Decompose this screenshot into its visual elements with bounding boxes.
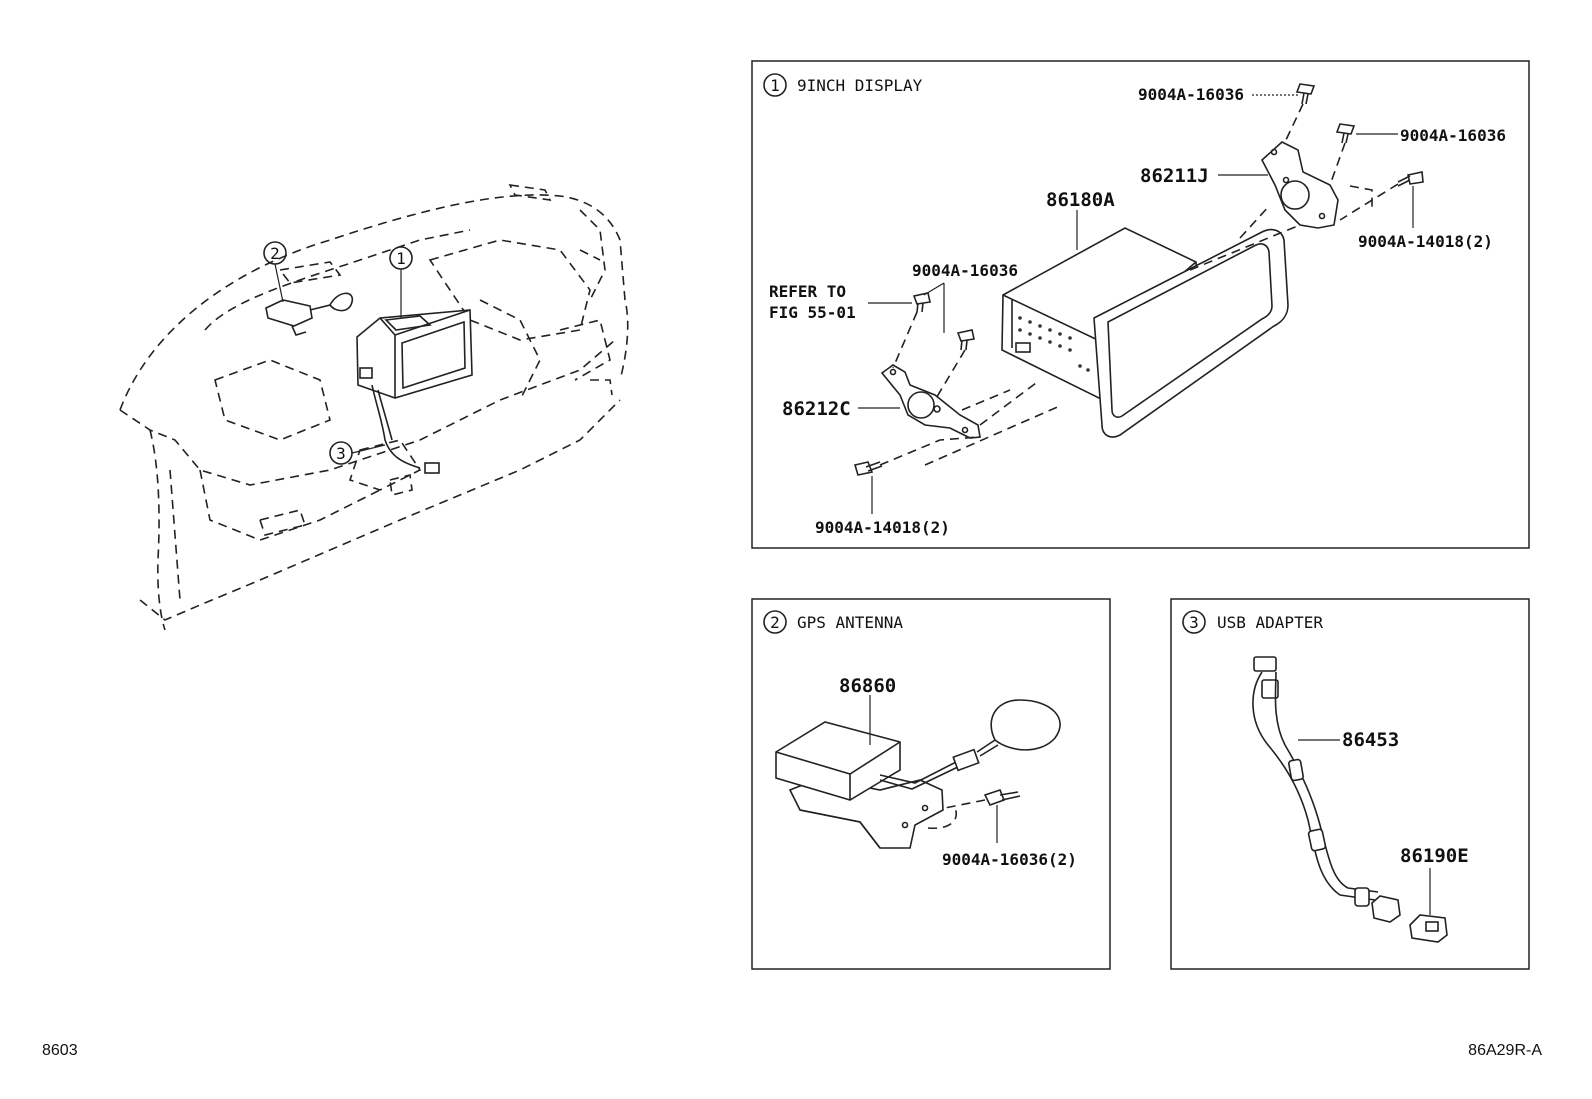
display-unit-86180A: [1001, 227, 1289, 438]
label-screw-top-2: 9004A-16036: [1400, 126, 1506, 145]
screw-right-14018: [1397, 171, 1424, 187]
bracket-86211J: [1261, 141, 1339, 229]
screw-left-14018: [853, 461, 883, 476]
label-86212C: 86212C: [782, 398, 851, 420]
svg-text:3: 3: [336, 444, 346, 463]
footer-right-code: 86A29R-A: [1468, 1042, 1542, 1059]
screw-top-1: [1295, 83, 1316, 105]
label-screw-right-14018: 9004A-14018(2): [1358, 232, 1493, 251]
bracket-86212C: [880, 364, 981, 439]
dashboard-overview: 2 1 3: [119, 183, 629, 631]
svg-text:2: 2: [270, 244, 280, 263]
panel-number-3: [1182, 610, 1206, 634]
label-86453: 86453: [1342, 729, 1399, 751]
label-86190E: 86190E: [1400, 845, 1469, 867]
overview-callout-3: 3: [329, 441, 386, 465]
usb-cable-86453: [1252, 656, 1401, 923]
panel-gps-antenna: 2 GPS ANTENNA 86860 9004A-16036: [751, 598, 1111, 970]
overview-display-unit: [356, 309, 473, 399]
panel-usb-adapter: 3 USB ADAPTER 86453 86190E: [1170, 598, 1530, 970]
label-86211J: 86211J: [1140, 165, 1209, 187]
overview-callout-2: 2: [263, 241, 287, 303]
label-screw-left-14018: 9004A-14018(2): [815, 518, 950, 537]
screw-left-16036-b: [956, 329, 975, 351]
label-86180A: 86180A: [1046, 189, 1115, 211]
gps-screw: [983, 789, 1021, 806]
label-screw-top-1: 9004A-16036: [1138, 85, 1244, 104]
panel-9inch-display: 1 9INCH DISPLAY: [751, 60, 1530, 549]
panel-title-gps: GPS ANTENNA: [797, 613, 903, 632]
refer-line-1: REFER TO: [769, 282, 846, 301]
svg-text:2: 2: [770, 613, 780, 632]
screw-left-16036-a: [912, 292, 931, 313]
screw-top-2: [1335, 123, 1356, 144]
overview-gps-antenna: [265, 292, 354, 336]
svg-text:1: 1: [770, 76, 780, 95]
overview-usb-cable: [359, 367, 440, 474]
refer-line-2: FIG 55-01: [769, 303, 856, 322]
label-86860: 86860: [839, 675, 896, 697]
overview-callout-1: 1: [389, 246, 413, 318]
footer-left-code: 8603: [42, 1042, 78, 1059]
panel-title-usb: USB ADAPTER: [1217, 613, 1323, 632]
panel-number-2: [763, 610, 787, 634]
gps-antenna-86860: [775, 699, 1061, 849]
panel-number-1: [763, 73, 787, 97]
panel-title-display: 9INCH DISPLAY: [797, 76, 923, 95]
label-gps-screw: 9004A-16036(2): [942, 850, 1077, 869]
label-screw-left-16036: 9004A-16036: [912, 261, 1018, 280]
usb-port-86190E: [1409, 914, 1448, 943]
svg-text:1: 1: [396, 249, 406, 268]
svg-text:3: 3: [1189, 613, 1199, 632]
